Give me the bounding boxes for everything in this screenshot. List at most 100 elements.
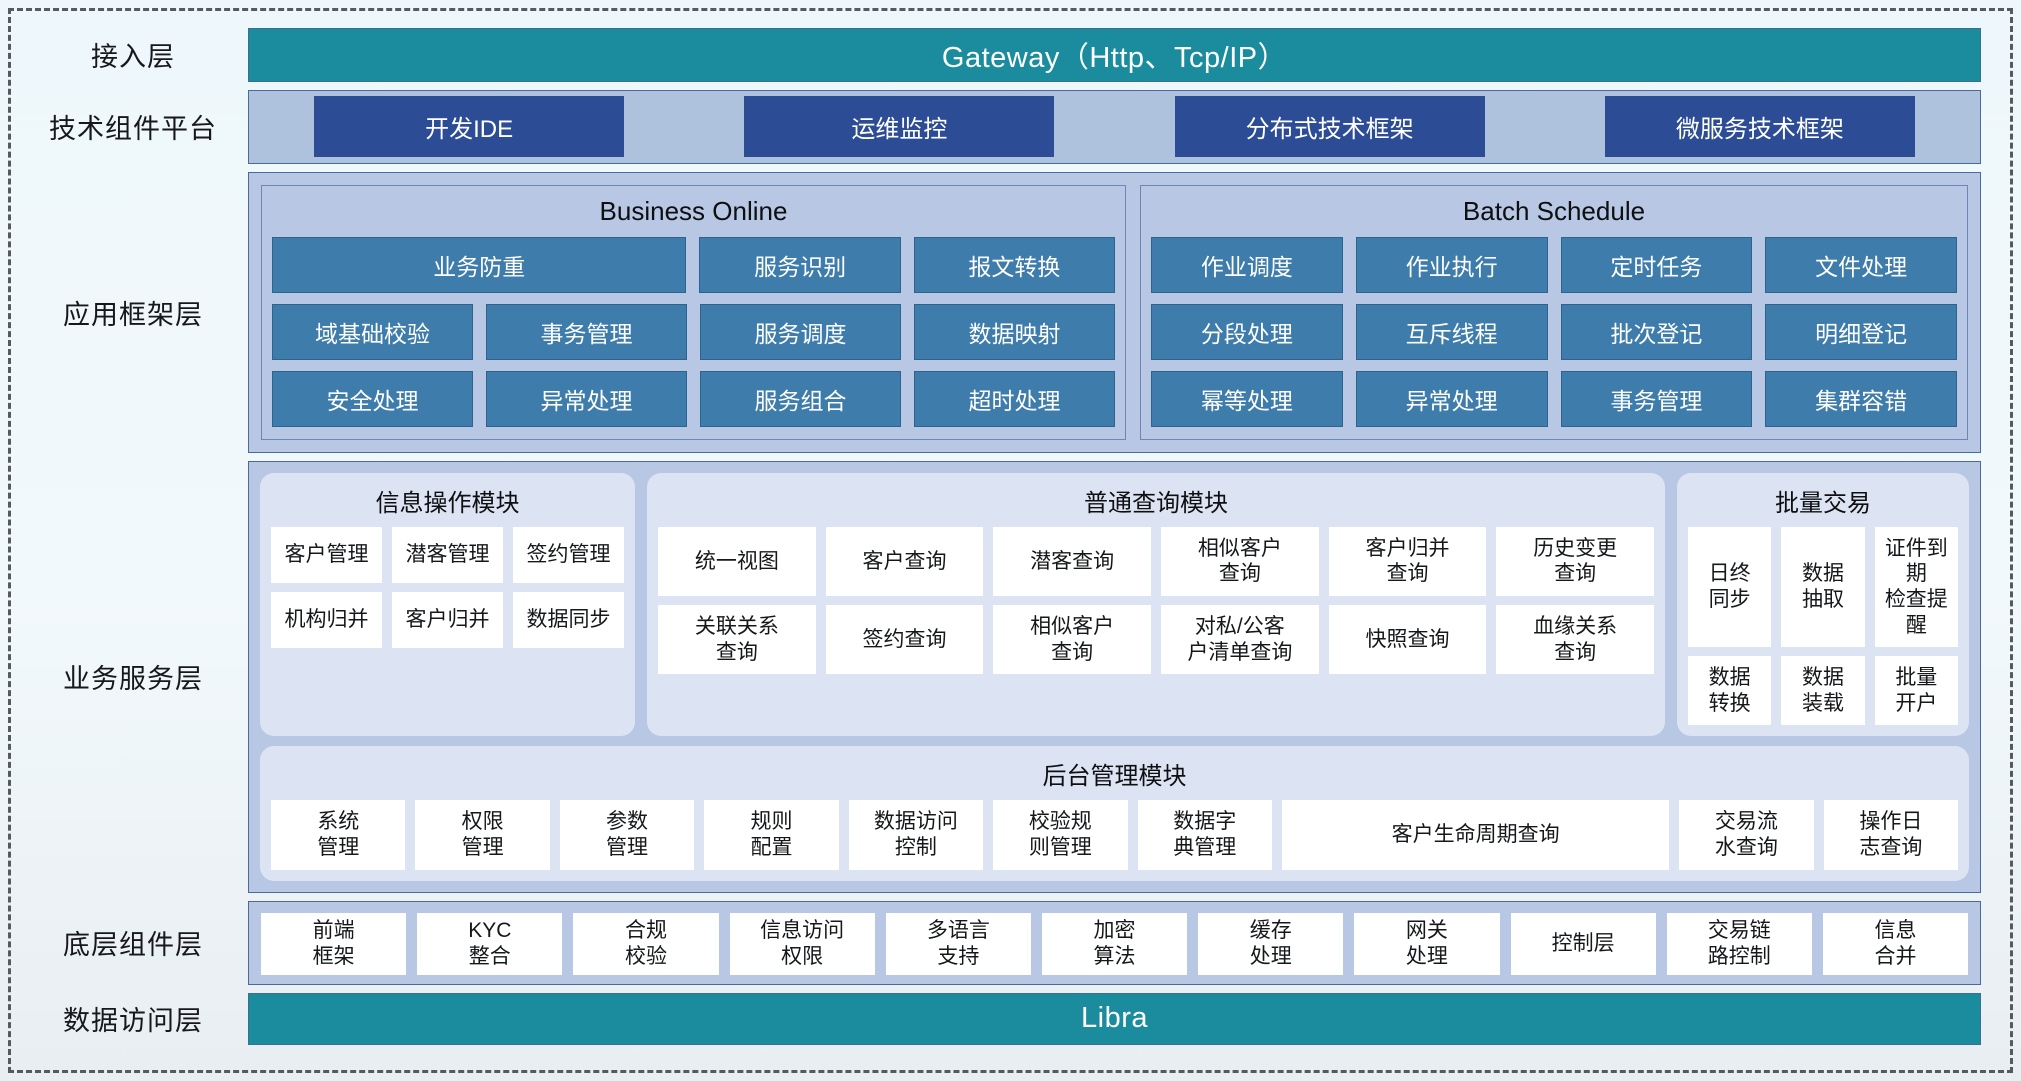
comp-cell-cache-processing[interactable]: 缓存处理 bbox=[1198, 912, 1344, 975]
layer-body-tech-platform: 开发IDE 运维监控 分布式技术框架 微服务技术框架 bbox=[248, 89, 1981, 164]
app-chip-exception-processing-batch[interactable]: 异常处理 bbox=[1355, 370, 1548, 427]
biz-cell-data-sync[interactable]: 数据同步 bbox=[513, 591, 624, 648]
app-chip-timeout-processing[interactable]: 超时处理 bbox=[914, 370, 1115, 427]
layer-tech-platform: 技术组件平台 开发IDE 运维监控 分布式技术框架 微服务技术框架 bbox=[18, 89, 1981, 164]
biz-cell-data-loading[interactable]: 数据装载 bbox=[1781, 656, 1865, 726]
layer-label-business-service: 业务服务层 bbox=[63, 664, 203, 695]
layer-access: 接入层 Gateway（Http、Tcp/IP） bbox=[18, 28, 1981, 82]
app-chip-exception-processing[interactable]: 异常处理 bbox=[486, 370, 687, 427]
app-chip-idempotent-processing[interactable]: 幂等处理 bbox=[1151, 370, 1343, 427]
app-chip-batch-registration[interactable]: 批次登记 bbox=[1560, 303, 1753, 360]
layer-label-tech-platform: 技术组件平台 bbox=[49, 114, 217, 145]
app-chip-file-processing[interactable]: 文件处理 bbox=[1765, 236, 1957, 293]
app-chip-timed-task[interactable]: 定时任务 bbox=[1560, 236, 1753, 293]
biz-cell-org-merge[interactable]: 机构归并 bbox=[271, 591, 382, 648]
biz-cell-contract-mgmt[interactable]: 签约管理 bbox=[513, 526, 624, 583]
biz-group-admin-module: 后台管理模块 系统管理 权限管理 参数管理 规则配置 数据访问控制 校验规则管理… bbox=[260, 746, 1969, 881]
app-chip-business-dedup[interactable]: 业务防重 bbox=[272, 236, 687, 293]
app-chip-service-recognition[interactable]: 服务识别 bbox=[699, 236, 901, 293]
biz-cell-data-access-control[interactable]: 数据访问控制 bbox=[848, 800, 984, 870]
app-chip-transaction-mgmt-batch[interactable]: 事务管理 bbox=[1560, 370, 1753, 427]
biz-cell-permission-mgmt[interactable]: 权限管理 bbox=[415, 800, 550, 870]
biz-cell-customer-merge[interactable]: 客户归并 bbox=[392, 591, 503, 648]
biz-cell-data-conversion[interactable]: 数据转换 bbox=[1688, 656, 1772, 726]
comp-cell-compliance-check[interactable]: 合规校验 bbox=[573, 912, 719, 975]
biz-cell-system-mgmt[interactable]: 系统管理 bbox=[271, 800, 406, 870]
comp-cell-multilanguage-support[interactable]: 多语言支持 bbox=[885, 912, 1031, 975]
app-chip-service-scheduling[interactable]: 服务调度 bbox=[700, 303, 901, 360]
app-row: 业务防重 服务识别 报文转换 bbox=[272, 236, 1115, 293]
app-group-batch-schedule: Batch Schedule 作业调度 作业执行 定时任务 文件处理 分段处理 … bbox=[1140, 184, 1968, 440]
app-grid-batch-schedule: 作业调度 作业执行 定时任务 文件处理 分段处理 互斥线程 批次登记 明细登记 bbox=[1151, 236, 1957, 427]
biz-cell-cert-expiry-reminder[interactable]: 证件到期检查提醒 bbox=[1874, 526, 1958, 648]
app-chip-job-scheduling[interactable]: 作业调度 bbox=[1151, 236, 1343, 293]
tech-chip-ops-monitor[interactable]: 运维监控 bbox=[744, 96, 1055, 158]
comp-cell-gateway-processing[interactable]: 网关处理 bbox=[1354, 912, 1500, 975]
biz-cell-validation-rule-mgmt[interactable]: 校验规则管理 bbox=[993, 800, 1128, 870]
libra-bar[interactable]: Libra bbox=[248, 992, 1981, 1045]
biz-cell-relationship-query[interactable]: 关联关系查询 bbox=[658, 605, 816, 675]
biz-cell-history-change-query[interactable]: 历史变更查询 bbox=[1496, 526, 1655, 597]
biz-title-batch-transaction: 批量交易 bbox=[1775, 489, 1871, 517]
app-group-business-online: Business Online 业务防重 服务识别 报文转换 域基础校验 事务管… bbox=[261, 184, 1126, 440]
biz-cell-batch-account-open[interactable]: 批量开户 bbox=[1874, 656, 1958, 726]
app-chip-segment-processing[interactable]: 分段处理 bbox=[1151, 303, 1343, 360]
layer-body-business-service: 信息操作模块 客户管理 潜客管理 签约管理 机构归并 客户归并 bbox=[248, 460, 1981, 893]
tech-chip-ide[interactable]: 开发IDE bbox=[314, 96, 625, 158]
biz-cell-lineage-query[interactable]: 血缘关系查询 bbox=[1496, 605, 1655, 675]
app-chip-job-execution[interactable]: 作业执行 bbox=[1355, 236, 1548, 293]
biz-cell-parameter-mgmt[interactable]: 参数管理 bbox=[559, 800, 695, 870]
app-chip-data-mapping[interactable]: 数据映射 bbox=[914, 303, 1115, 360]
biz-cell-prospect-query[interactable]: 潜客查询 bbox=[993, 526, 1152, 597]
biz-grid-query-module: 统一视图 客户查询 潜客查询 相似客户查询 客户归并查询 历史变更查询 关联关系… bbox=[658, 526, 1655, 675]
biz-title-admin-module: 后台管理模块 bbox=[1042, 763, 1187, 791]
gateway-bar[interactable]: Gateway（Http、Tcp/IP） bbox=[248, 28, 1981, 82]
biz-cell-customer-mgmt[interactable]: 客户管理 bbox=[271, 526, 382, 583]
app-row: 安全处理 异常处理 服务组合 超时处理 bbox=[272, 370, 1115, 427]
app-row: 分段处理 互斥线程 批次登记 明细登记 bbox=[1151, 303, 1957, 360]
app-chip-cluster-fault-tolerance[interactable]: 集群容错 bbox=[1765, 370, 1957, 427]
app-chip-security-processing[interactable]: 安全处理 bbox=[272, 370, 473, 427]
app-chip-transaction-mgmt[interactable]: 事务管理 bbox=[486, 303, 687, 360]
biz-group-query-module: 普通查询模块 统一视图 客户查询 潜客查询 相似客户查询 客户归并查询 历史变更… bbox=[647, 472, 1665, 737]
biz-cell-similar-customer-query-2[interactable]: 相似客户查询 bbox=[993, 605, 1152, 675]
app-chip-mutex-thread[interactable]: 互斥线程 bbox=[1355, 303, 1548, 360]
biz-cell-similar-customer-query[interactable]: 相似客户查询 bbox=[1161, 526, 1319, 597]
app-chip-message-conversion[interactable]: 报文转换 bbox=[913, 236, 1115, 293]
app-chip-service-composition[interactable]: 服务组合 bbox=[700, 370, 901, 427]
app-chip-domain-validation[interactable]: 域基础校验 bbox=[272, 303, 473, 360]
biz-cell-prospect-mgmt[interactable]: 潜客管理 bbox=[392, 526, 503, 583]
tech-chip-distributed-framework[interactable]: 分布式技术框架 bbox=[1174, 96, 1485, 158]
biz-cell-data-dictionary-mgmt[interactable]: 数据字典管理 bbox=[1137, 800, 1272, 870]
biz-cell-contract-query[interactable]: 签约查询 bbox=[825, 605, 984, 675]
comp-cell-encryption-algorithm[interactable]: 加密算法 bbox=[1041, 912, 1188, 975]
biz-cell-rule-config[interactable]: 规则配置 bbox=[704, 800, 839, 870]
biz-cell-snapshot-query[interactable]: 快照查询 bbox=[1328, 605, 1487, 675]
biz-title-query-module: 普通查询模块 bbox=[1084, 489, 1228, 517]
biz-row: 关联关系查询 签约查询 相似客户查询 对私/公客户清单查询 快照查询 血缘关系查… bbox=[658, 605, 1655, 675]
comp-cell-info-merge[interactable]: 信息合并 bbox=[1822, 912, 1969, 975]
biz-cell-operation-log-query[interactable]: 操作日志查询 bbox=[1823, 800, 1959, 870]
biz-cell-customer-query[interactable]: 客户查询 bbox=[825, 526, 984, 597]
biz-cell-private-public-list-query[interactable]: 对私/公客户清单查询 bbox=[1161, 605, 1319, 675]
biz-cell-data-extraction[interactable]: 数据抽取 bbox=[1781, 526, 1865, 648]
biz-cell-unified-view[interactable]: 统一视图 bbox=[658, 526, 816, 597]
comp-cell-transaction-chain-control[interactable]: 交易链路控制 bbox=[1666, 912, 1812, 975]
tech-chip-microservice-framework[interactable]: 微服务技术框架 bbox=[1604, 96, 1915, 158]
biz-group-batch-transaction: 批量交易 日终同步 数据抽取 证件到期检查提醒 数据转换 数据装载 bbox=[1677, 472, 1969, 737]
biz-grid-info-module: 客户管理 潜客管理 签约管理 机构归并 客户归并 数据同步 bbox=[271, 526, 624, 648]
biz-cell-transaction-flow-query[interactable]: 交易流水查询 bbox=[1679, 800, 1814, 870]
app-chip-detail-registration[interactable]: 明细登记 bbox=[1765, 303, 1957, 360]
layer-label-access: 接入层 bbox=[91, 42, 175, 73]
layer-stack: 接入层 Gateway（Http、Tcp/IP） 技术组件平台 开发IDE 运维… bbox=[18, 18, 2003, 1063]
comp-cell-control-layer[interactable]: 控制层 bbox=[1510, 912, 1656, 975]
biz-cell-customer-lifecycle-query[interactable]: 客户生命周期查询 bbox=[1281, 800, 1670, 870]
biz-title-info-module: 信息操作模块 bbox=[375, 489, 520, 517]
biz-cell-eod-sync[interactable]: 日终同步 bbox=[1688, 526, 1772, 648]
biz-cell-customer-merge-query[interactable]: 客户归并查询 bbox=[1328, 526, 1487, 597]
group-title-business-online: Business Online bbox=[599, 195, 788, 226]
comp-cell-info-access-permission[interactable]: 信息访问权限 bbox=[729, 912, 875, 975]
comp-cell-frontend-framework[interactable]: 前端框架 bbox=[261, 912, 407, 975]
